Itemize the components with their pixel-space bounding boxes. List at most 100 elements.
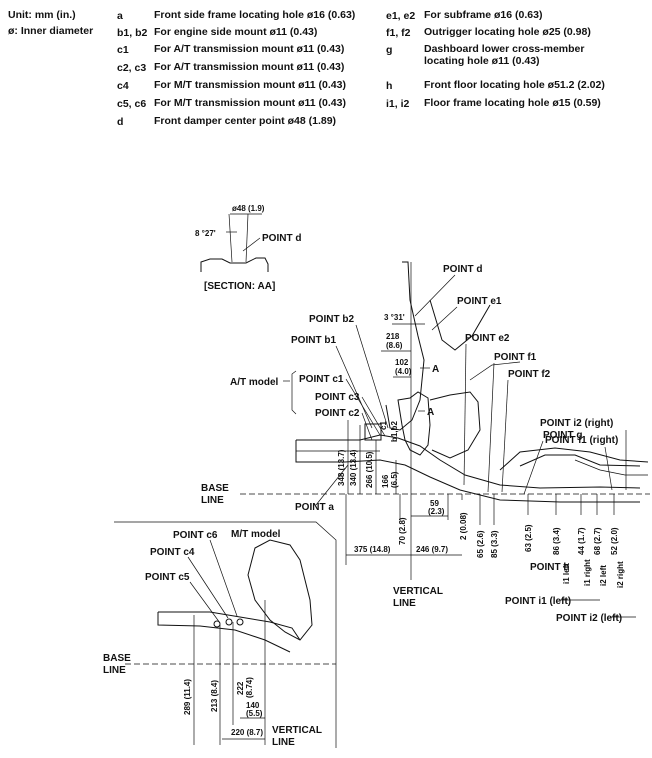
dim-2: 2 (0.08) [459, 512, 468, 540]
point-a-label: POINT a [295, 502, 334, 513]
frame-rail-top [296, 434, 641, 489]
section-aa-inset: ø48 (1.9) 8 °27' POINT d [SECTION: AA] [195, 204, 301, 292]
dia-extension-right [245, 213, 249, 263]
legend-key: i1, i2 [386, 98, 410, 110]
dim-59-in: (2.3) [428, 507, 445, 516]
dim-102: 102 [395, 358, 409, 367]
legend-desc: For M/T transmission mount ø11 (0.43) [154, 79, 346, 91]
floor-frame [574, 459, 648, 476]
damper-tower [385, 261, 425, 431]
section-mark-a-bottom: A [427, 407, 434, 418]
point-i1-right: POINT i1 (right) [545, 435, 618, 446]
mt-point-c5 [213, 620, 221, 628]
legend-desc: Front floor locating hole ø51.2 (2.02) [424, 79, 605, 91]
vertical-label-2: LINE [393, 598, 416, 609]
top-angle: 3 °31' [384, 313, 405, 322]
label-i1-right: i1 right [583, 559, 592, 586]
point-f2-label: POINT f2 [508, 369, 551, 380]
legend-desc: Outrigger locating hole ø25 (0.98) [424, 26, 591, 38]
legend-desc: Floor frame locating hole ø15 (0.59) [424, 97, 601, 109]
legend-desc: Dashboard lower cross-member locating ho… [424, 43, 585, 67]
dim-140-in: (5.5) [246, 709, 263, 718]
legend-desc: Front side frame locating hole ø16 (0.63… [154, 9, 356, 21]
point-d-leader [242, 237, 261, 252]
leader-f1 [487, 362, 495, 493]
dim-218: 218 [386, 332, 400, 341]
dim-218-in: (8.6) [386, 341, 403, 350]
mt-frame-bottom [157, 612, 291, 653]
mt-diagram: M/T model POINT c6 POINT c4 POINT c5 BAS… [103, 521, 337, 748]
mt-point-c6 [236, 618, 244, 626]
point-c3-label: POINT c3 [315, 392, 360, 403]
legend-key: f1, f2 [386, 27, 411, 39]
leader-b1 [335, 345, 373, 429]
point-c2-label: POINT c2 [315, 408, 360, 419]
leader-c2 [361, 412, 373, 441]
point-g-label: POINT g [543, 430, 582, 441]
mt-frame-top [158, 611, 301, 641]
dim-102-in: (4.0) [395, 367, 412, 376]
dim-246: 246 (9.7) [416, 545, 448, 554]
label-i1-left: i1 left [562, 563, 571, 584]
dim-166-in: (6.5) [390, 471, 399, 488]
legend-key: e1, e2 [386, 10, 416, 22]
at-diagram: BASE LINE VERTICAL LINE POINT d POINT e1… [201, 261, 650, 624]
leader-i1r [604, 446, 613, 491]
label-i2-right: i2 right [616, 561, 625, 588]
diameter-note: ø: Inner diameter [8, 25, 94, 37]
mt-vertical-label-1: VERTICAL [272, 725, 322, 736]
leader-b2 [355, 324, 389, 429]
base-label-2: LINE [201, 495, 224, 506]
dim-220: 220 (8.7) [231, 728, 263, 737]
section-angle-label: 8 °27' [195, 229, 216, 238]
dim-85: 85 (3.3) [490, 530, 499, 558]
legend-desc: For A/T transmission mount ø11 (0.43) [154, 43, 345, 55]
legend-desc: For subframe ø16 (0.63) [424, 9, 543, 21]
point-b1-label: POINT b1 [291, 335, 336, 346]
dim-375: 375 (14.8) [354, 545, 391, 554]
point-i2-left-label: POINT i2 (left) [556, 613, 622, 624]
section-title: [SECTION: AA] [204, 281, 275, 292]
legend-key: c4 [117, 80, 129, 92]
leader-c6 [209, 539, 238, 617]
label-i2-left: i2 left [599, 565, 608, 586]
section-profile [200, 257, 269, 272]
legend-desc: For engine side mount ø11 (0.43) [154, 26, 318, 38]
legend-key: d [117, 116, 124, 128]
side-label-c1: c1 [379, 421, 388, 430]
dim-52: 52 (2.0) [610, 527, 619, 555]
mt-engine-body [247, 539, 313, 641]
dim-44: 44 (1.7) [577, 527, 586, 555]
legend-key: c1 [117, 44, 129, 56]
point-f1-label: POINT f1 [494, 352, 537, 363]
dim-213: 213 (8.4) [210, 680, 219, 712]
mt-vertical-label-2: LINE [272, 737, 295, 748]
section-point-label: POINT d [262, 233, 301, 244]
section-mark-a-top: A [432, 364, 439, 375]
leader-g [523, 440, 544, 495]
dim-266: 266 (10.5) [365, 451, 374, 488]
unit-label: Unit: mm (in.) [8, 9, 76, 21]
floor-pan-upper [499, 447, 649, 471]
dim-59: 59 [430, 499, 439, 508]
dim-340: 340 (13.4) [349, 449, 358, 486]
dim-289: 289 (11.4) [183, 679, 192, 715]
dim-140: 140 [246, 701, 260, 710]
dim-65: 65 (2.6) [476, 530, 485, 558]
point-c1-label: POINT c1 [299, 374, 344, 385]
point-h-label: POINT h [530, 562, 569, 573]
leader-a [315, 464, 349, 506]
mt-base-label-2: LINE [103, 665, 126, 676]
legend-key: c2, c3 [117, 62, 147, 74]
dim-68: 68 (2.7) [593, 527, 602, 555]
dim-70: 70 (2.8) [398, 517, 407, 545]
point-i2-right: POINT i2 (right) [540, 418, 613, 429]
at-model-label: A/T model [230, 377, 279, 388]
side-label-b1b2: b1,b2 [390, 421, 399, 442]
frame-rail-bottom [295, 440, 640, 503]
vertical-label-1: VERTICAL [393, 586, 443, 597]
point-d-label: POINT d [443, 264, 482, 275]
dim-63: 63 (2.5) [524, 524, 533, 552]
engine-mount-body [397, 391, 431, 456]
